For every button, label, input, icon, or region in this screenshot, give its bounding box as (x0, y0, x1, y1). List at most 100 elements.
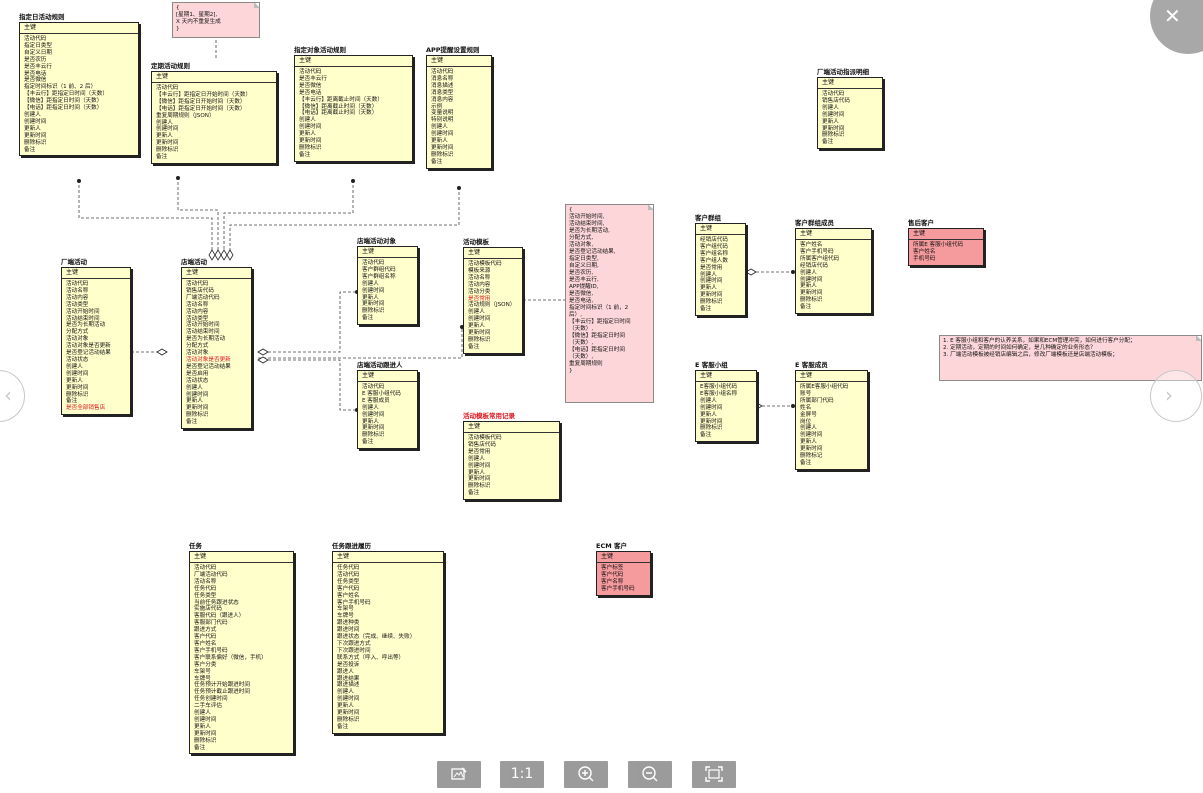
entity-field: 活动内容 (186, 308, 209, 315)
entity-field: 客户组人数 (700, 257, 728, 264)
entity-field: 更新时间 (431, 144, 454, 151)
entity-field: 删除标识 (24, 139, 47, 146)
entity-field: 客户组名称 (700, 250, 728, 257)
entity-field: 删除标识 (700, 425, 723, 432)
close-button[interactable]: ✕ (1150, 0, 1203, 54)
entity-field: 删除标识 (186, 412, 209, 419)
zoom-in-icon (578, 766, 594, 782)
entity-field: 是否电话 (299, 89, 322, 96)
entity-field: 更新人 (800, 283, 817, 290)
entity-field: 活动模板代码 (468, 435, 502, 441)
entity-field: 活动名称 (186, 301, 209, 308)
entity-field: 创建时间 (186, 391, 209, 398)
fullscreen-button[interactable] (692, 761, 736, 788)
entity-field: 活动对象是否更新 (186, 356, 231, 363)
entity-field: 客服代码（跟进人） (194, 613, 245, 620)
entity-e14: 售后客户主键所属E 客服小组代码客户姓名手机号码 (908, 219, 984, 266)
entity-primary-key: 主键 (20, 23, 138, 34)
entity-field: 变量说明 (431, 110, 454, 117)
note-text: { [星期1、星期2], X 天内不重复生成 } (176, 5, 221, 32)
entity-field: 更新时间 (194, 730, 217, 737)
entity-field: 更新时间 (700, 418, 723, 425)
entity-field: 任务类型 (194, 592, 217, 599)
entity-field: 活动分类 (468, 288, 491, 295)
entity-field: 创建时间 (800, 432, 823, 439)
entity-title: 店端活动跟进人 (357, 361, 403, 369)
entity-field: 创建人 (700, 397, 717, 404)
entity-title: 店端活动对象 (357, 237, 396, 245)
entity-field: 活动状态 (66, 356, 89, 363)
entity-field: 客户代码 (337, 585, 360, 592)
entity-field: 创建人 (194, 710, 211, 717)
entity-field: 备注 (800, 459, 812, 466)
entity-field: 【电话】距指定日时间（天数） (24, 105, 103, 112)
close-icon: ✕ (1164, 4, 1181, 28)
entity-primary-key: 主键 (464, 422, 559, 433)
entity-field: 是否投诉 (337, 661, 360, 668)
zoom-in-button[interactable] (564, 761, 608, 788)
entity-field: 活动结束时间 (66, 315, 100, 322)
entity-field: 更新时间 (800, 446, 823, 453)
entity-field: 当前任务跟进状态 (194, 599, 239, 606)
entity-field: 删除标识 (337, 716, 360, 723)
entity-e4: APP提醒设置规则主键活动代码消息名称消息描述消息类型消息内容示例变量说明特别说… (426, 46, 492, 169)
entity-field: 客户手机号码 (601, 585, 635, 592)
entity-box: 主键活动代码活动名称活动内容活动类型活动开始时间活动结束时间是否为长期活动分配方… (61, 267, 131, 416)
note-text: 1. E 客服小组和客户的认养关系，如果和ECM管理冲突，如何进行客户分配； 2… (943, 338, 1136, 358)
next-button[interactable]: › (1150, 370, 1202, 422)
entity-field: 客户手机号码 (194, 647, 228, 654)
entity-field: 所属客户组代码 (800, 255, 840, 262)
entity-box: 主键活动代码是否丰云行是否微信是否电话【丰云行】距离截止时间（天数）【微信】距离… (294, 55, 413, 162)
entity-field: 更新时间 (822, 125, 845, 132)
entity-title: E 客服小组 (695, 361, 728, 369)
entity-field: 指定时间标识（1 前、2 后） (24, 84, 97, 91)
entity-field: 客户姓名 (337, 592, 360, 599)
entity-field: 删除标记 (800, 453, 823, 460)
edit-image-button[interactable] (437, 761, 481, 788)
entity-field: 客户姓名 (913, 248, 936, 255)
entity-field: 客户组代码 (700, 243, 728, 250)
entity-field: 备注 (156, 154, 168, 161)
entity-field: 删除标识 (299, 144, 322, 151)
note-n3: 1. E 客服小组和客户的认养关系，如果和ECM管理冲突，如何进行客户分配； 2… (939, 335, 1202, 381)
entity-field: 是否全部销售店 (66, 405, 106, 412)
entity-title: 售后客户 (908, 219, 934, 227)
zoom-out-button[interactable] (628, 761, 672, 788)
entity-box: 主键活动代码指定日类型自定义日期是否农历是否丰云行是否电话是否微信指定时间标识（… (19, 22, 139, 157)
entity-field: 备注 (194, 744, 206, 751)
entity-fields: 活动代码活动名称活动内容活动类型活动开始时间活动结束时间是否为长期活动分配方式活… (62, 279, 130, 414)
entity-field: 账号 (800, 390, 812, 397)
entity-field: 创建人 (299, 117, 316, 124)
entity-field: 删除标识 (431, 151, 454, 158)
entity-box: 主键活动代码【丰云行】距指定日开始时间（天数）【微信】距指定日开始时间（天数）【… (151, 71, 277, 164)
entity-field: 活动代码 (24, 36, 47, 42)
entity-field: 特别说明 (431, 117, 454, 124)
entity-field: 销售店代码 (468, 441, 496, 448)
entity-field: E客服小组名称 (700, 390, 738, 397)
entity-field: 任务创建时间 (194, 696, 228, 703)
entity-box: 主键任务代码活动代码任务类型客户代码客户姓名客户手机号码车架号车牌号跟进种类跟进… (332, 551, 444, 734)
entity-field: 创建人 (822, 104, 839, 111)
entity-field: 姓名 (800, 404, 812, 411)
entity-field: 跟进状态（完成、继续、失败） (337, 634, 416, 641)
entity-field: 是否丰云行 (24, 63, 52, 70)
entity-field: 客户群组名称 (362, 273, 396, 280)
arrow-left-icon: ‹ (4, 383, 12, 407)
entity-field: 客户群组代码 (362, 266, 396, 273)
entity-field: 跟进方式 (194, 627, 217, 634)
entity-field: 跟进时间 (337, 627, 360, 634)
entity-field: 更新人 (468, 323, 485, 330)
entity-e6: 厂端活动主键活动代码活动名称活动内容活动类型活动开始时间活动结束时间是否为长期活… (61, 258, 131, 416)
fullscreen-icon (705, 766, 723, 782)
entity-field: 活动代码 (156, 85, 179, 91)
note-fold (254, 3, 259, 8)
entity-field: 活动对象是否更新 (66, 343, 111, 350)
entity-field: 重复周期规则（JSON） (156, 112, 215, 119)
entity-box: 主键客户姓名客户手机号码所属客户组代码经销店代码创建人创建时间更新人更新时间删除… (795, 228, 872, 315)
actual-size-button[interactable]: 1:1 (500, 761, 544, 788)
entity-box: 主键所属E 客服小组代码客户姓名手机号码 (908, 228, 984, 266)
entity-field: 备注 (700, 306, 712, 313)
entity-field: 创建时间 (431, 131, 454, 138)
